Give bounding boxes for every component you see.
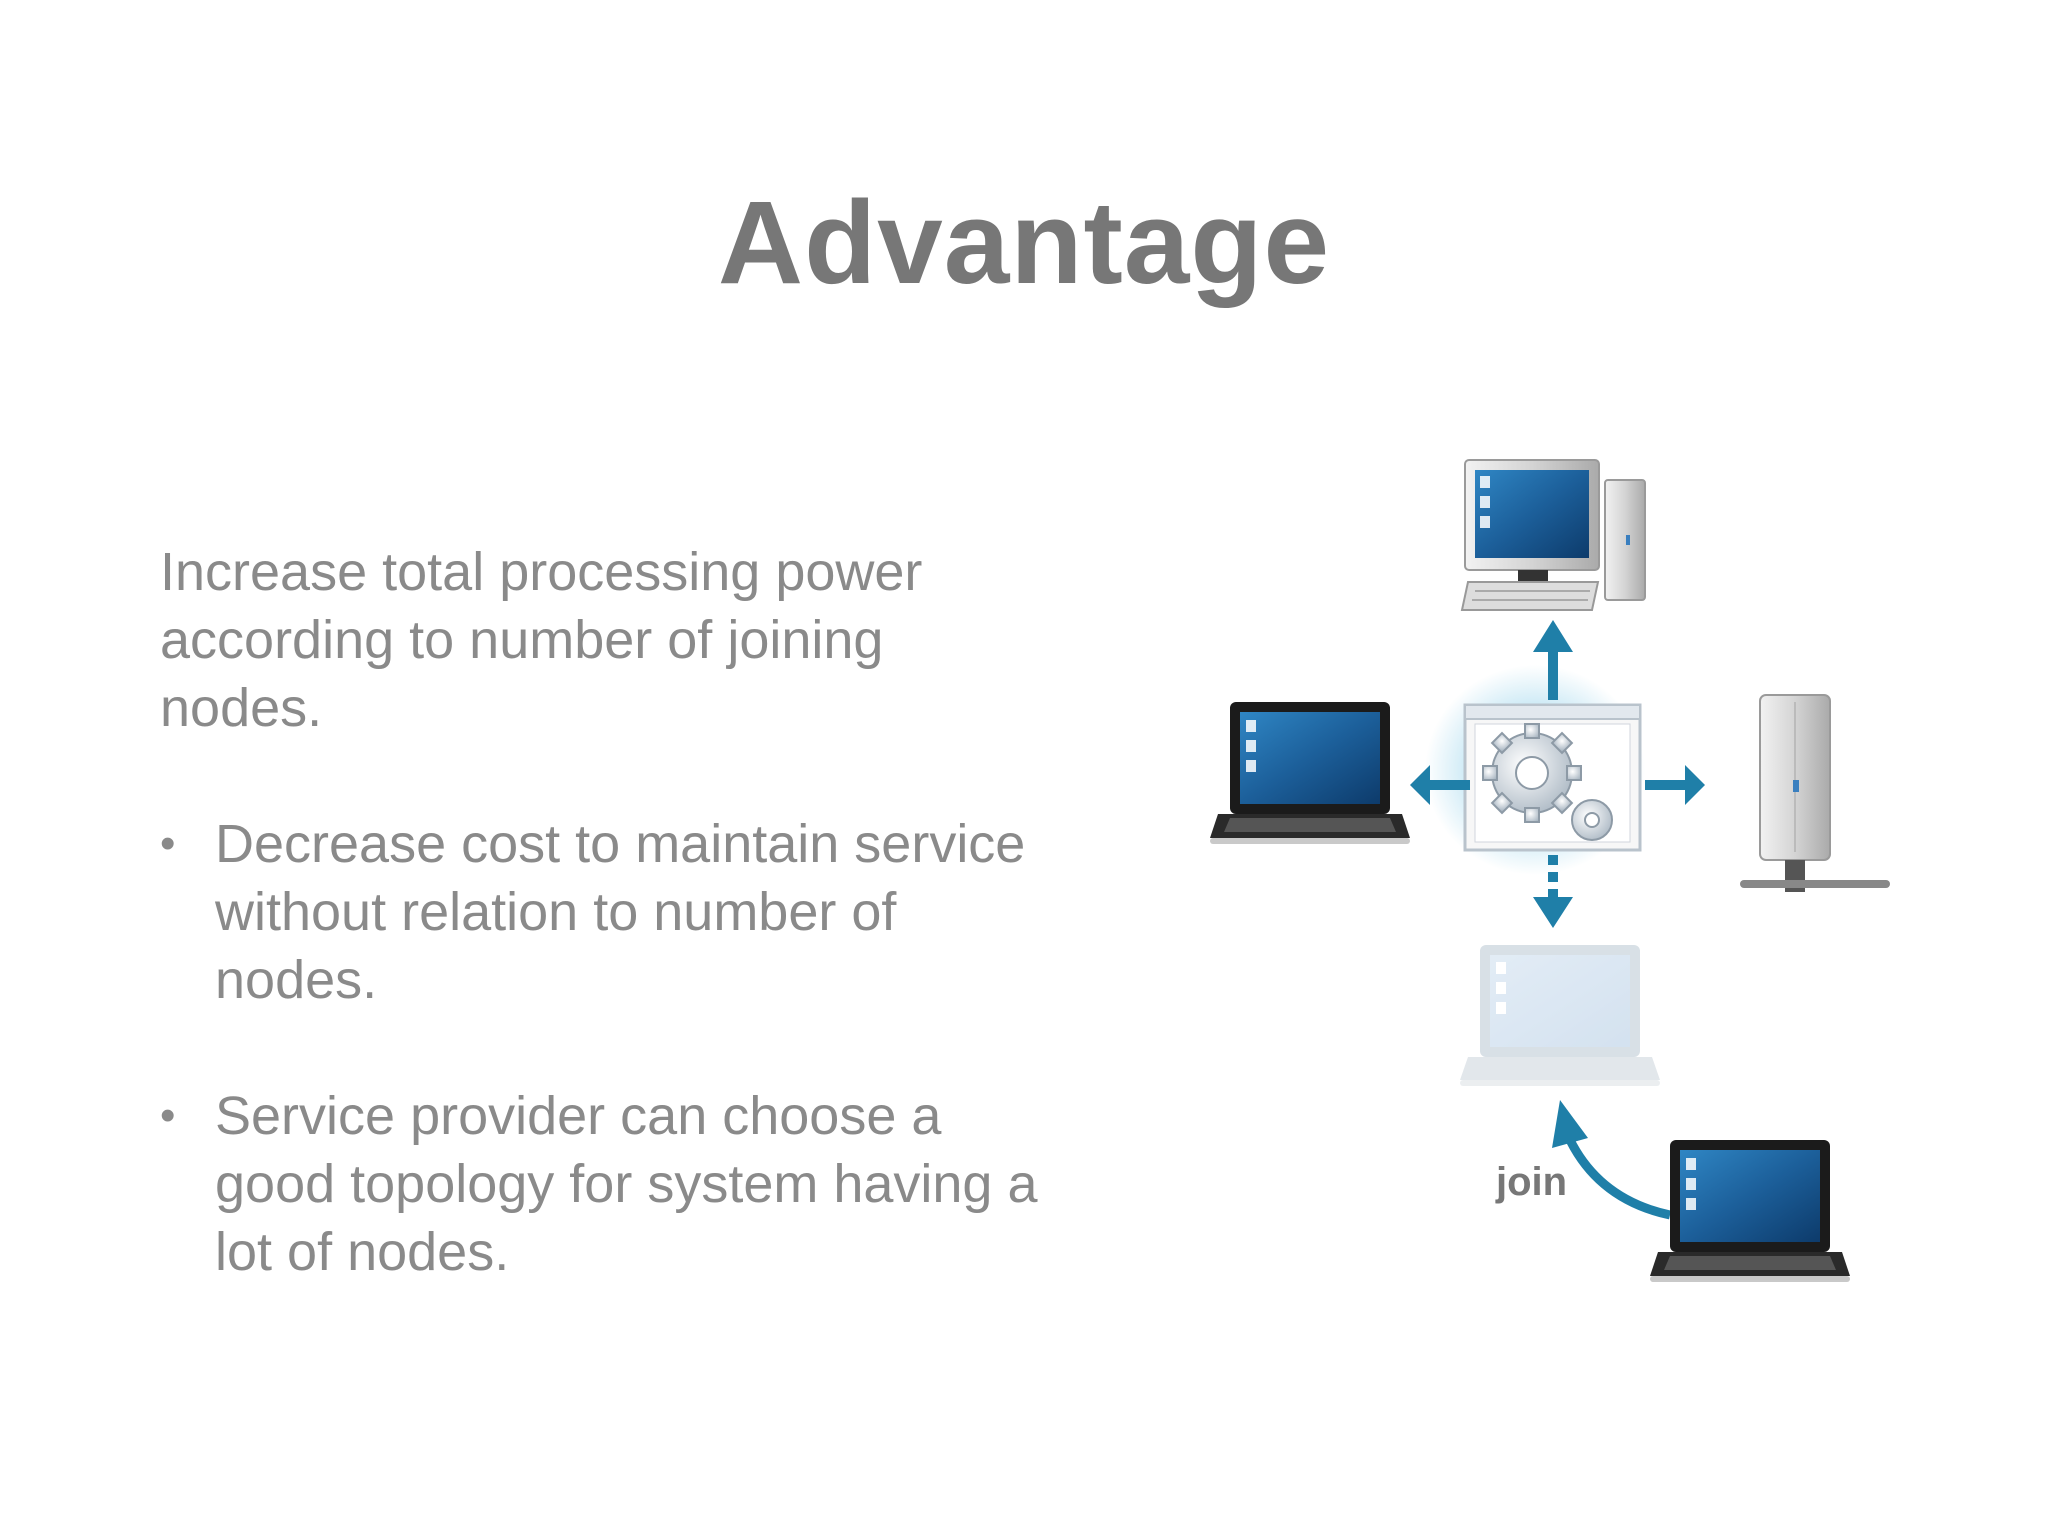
bullet-list: • Decrease cost to maintain service with…	[160, 810, 1040, 1286]
network-diagram-graphic	[1210, 459, 1890, 1282]
bullet-text: Service provider can choose a good topol…	[215, 1086, 1038, 1282]
arrow-right-icon	[1645, 765, 1705, 805]
join-label: join	[1496, 1160, 1568, 1204]
arrow-down-dashed-icon	[1533, 855, 1573, 928]
gears-window-icon	[1425, 665, 1645, 875]
bullet-text: Decrease cost to maintain service withou…	[215, 814, 1026, 1010]
arrows	[1410, 620, 1705, 928]
small-gear-icon	[1571, 799, 1613, 841]
laptop-icon	[1210, 702, 1410, 844]
slide-title: Advantage	[717, 177, 1331, 309]
laptop-faded-icon	[1460, 945, 1660, 1086]
join-arrow-icon	[1552, 1100, 1671, 1220]
arrow-left-icon	[1410, 765, 1470, 805]
bullet-glyph: •	[160, 1091, 176, 1140]
bullet-item: • Decrease cost to maintain service with…	[160, 810, 1040, 1014]
arrow-up-icon	[1533, 620, 1573, 700]
body-text: Increase total processing power accordin…	[160, 538, 1040, 1354]
network-diagram: join	[1200, 440, 1900, 1320]
laptop-joining-icon	[1650, 1140, 1850, 1282]
tower-server-icon	[1740, 694, 1890, 892]
intro-paragraph: Increase total processing power accordin…	[160, 542, 923, 738]
desktop-computer-icon	[1460, 459, 1646, 611]
bullet-glyph: •	[160, 819, 176, 868]
large-gear-icon	[1482, 723, 1582, 823]
bullet-item: • Service provider can choose a good top…	[160, 1082, 1040, 1286]
